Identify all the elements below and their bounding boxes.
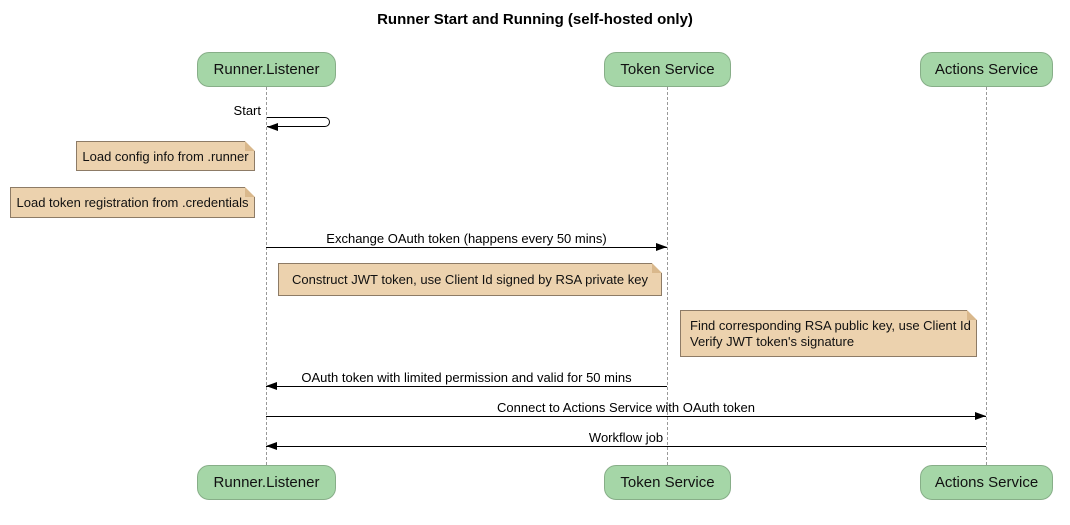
note-text: Load config info from .runner [82, 148, 249, 164]
note-fold-icon [967, 310, 977, 320]
note-construct-jwt: Construct JWT token, use Client Id signe… [278, 263, 662, 296]
message-arrow-oauth-return [266, 382, 667, 390]
arrowhead-left-icon [266, 382, 277, 390]
lifeline-token-service [667, 87, 668, 465]
note-load-token: Load token registration from .credential… [10, 187, 255, 218]
note-fold-icon [652, 263, 662, 273]
arrowhead-left-icon [266, 442, 277, 450]
note-load-config: Load config info from .runner [76, 141, 255, 171]
participant-label: Runner.Listener [213, 474, 320, 491]
message-label-oauth-return: OAuth token with limited permission and … [301, 370, 632, 385]
participant-label: Token Service [620, 61, 715, 78]
arrowhead-right-icon [975, 412, 986, 420]
arrowhead-right-icon [656, 243, 667, 251]
message-label-connect: Connect to Actions Service with OAuth to… [497, 400, 755, 415]
note-fold-icon [245, 187, 255, 197]
participant-label: Token Service [620, 474, 715, 491]
lifeline-actions-service [986, 87, 987, 465]
participant-actions-service-top: Actions Service [920, 52, 1053, 87]
message-label-workflow: Workflow job [588, 430, 664, 445]
diagram-title: Runner Start and Running (self-hosted on… [377, 11, 693, 28]
note-text-line1: Find corresponding RSA public key, use C… [690, 317, 971, 333]
self-message-arrow [267, 117, 330, 131]
participant-label: Actions Service [934, 61, 1039, 78]
participant-actions-service-bottom: Actions Service [920, 465, 1053, 500]
note-fold-icon [245, 141, 255, 151]
note-text: Load token registration from .credential… [16, 195, 249, 210]
message-label-exchange: Exchange OAuth token (happens every 50 m… [326, 231, 607, 246]
message-arrow-workflow [266, 442, 986, 450]
arrowhead-left-icon [267, 123, 278, 131]
message-arrow-connect [266, 412, 986, 420]
note-text: Construct JWT token, use Client Id signe… [292, 272, 648, 287]
message-label-start: Start [233, 103, 261, 118]
message-arrow-exchange [266, 243, 667, 251]
participant-token-service-bottom: Token Service [604, 465, 731, 500]
participant-runner-listener-top: Runner.Listener [197, 52, 336, 87]
participant-label: Actions Service [934, 474, 1039, 491]
participant-label: Runner.Listener [213, 61, 320, 78]
participant-token-service-top: Token Service [604, 52, 731, 87]
note-text-line2: Verify JWT token's signature [690, 333, 855, 349]
lifeline-runner-listener [266, 87, 267, 465]
participant-runner-listener-bottom: Runner.Listener [197, 465, 336, 500]
note-find-rsa: Find corresponding RSA public key, use C… [680, 310, 977, 357]
